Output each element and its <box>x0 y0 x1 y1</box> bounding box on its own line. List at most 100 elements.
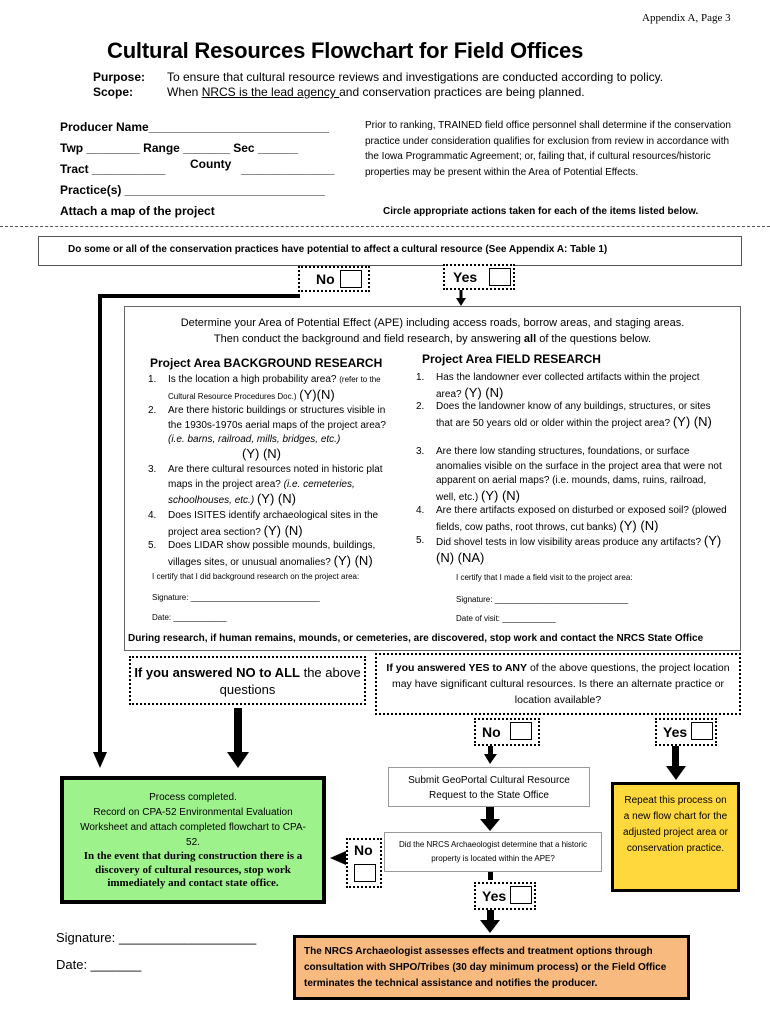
yes-option-top[interactable]: Yes <box>443 264 515 290</box>
county-field[interactable]: ______________ <box>241 162 335 176</box>
ape-line-2-pre: Then conduct the background and field re… <box>213 333 524 345</box>
scope-label: Scope: <box>93 85 134 99</box>
arrow-noall-head <box>227 752 249 768</box>
field-q1-answer[interactable]: (Y) (N) <box>464 384 504 400</box>
field-question-5: Did shovel tests in low visibility areas… <box>436 533 726 567</box>
question-text: Do some or all of the conservation pract… <box>68 244 608 255</box>
submit-request-box: Submit GeoPortal Cultural Resource Reque… <box>388 767 590 807</box>
field-q1-text: Has the landowner ever collected artifac… <box>436 372 700 400</box>
yes-label-3: Yes <box>482 888 507 904</box>
orange-text: The NRCS Archaeologist assesses effects … <box>304 946 667 989</box>
arrow-noalt-shaft <box>488 746 493 756</box>
field-date-field[interactable]: Date of visit: ____________ <box>456 614 556 623</box>
bg-q2-answer[interactable]: (Y) (N) <box>242 446 281 461</box>
bg-certify: I certify that I did background research… <box>152 572 360 581</box>
no-checkbox-3[interactable] <box>354 864 376 882</box>
practices-field[interactable]: Practice(s) ____________________________… <box>60 183 325 197</box>
yes-option-alternate[interactable]: Yes <box>655 718 717 746</box>
yes-checkbox-2[interactable] <box>691 722 713 740</box>
bg-q3-examples: (i.e. cemeteries, schoolhouses, etc.) <box>168 478 355 507</box>
ape-line-2-post: of the questions below. <box>536 333 652 345</box>
arrow-submit-shaft <box>486 807 494 821</box>
bg-q5-text: Does LIDAR show possible mounds, buildin… <box>168 540 376 568</box>
no-option-top[interactable]: No <box>298 266 370 292</box>
arrow-noall-shaft <box>234 708 242 754</box>
yes-to-any-rest: of the above questions, the project loca… <box>391 662 730 706</box>
arrow-noalt-head <box>484 754 497 764</box>
bg-q3-answer[interactable]: (Y) (N) <box>256 491 296 506</box>
bg-question-3: Are there cultural resources noted in hi… <box>168 463 400 509</box>
yes-checkbox[interactable] <box>489 268 511 286</box>
yes-to-any-box: If you answered YES to ANY of the above … <box>375 653 741 715</box>
scope-pre: When <box>167 85 202 99</box>
repeat-text: Repeat this process on a new flow chart … <box>622 795 729 854</box>
scope-post: and conservation practices are being pla… <box>339 85 585 99</box>
bg-q4-answer[interactable]: (Y) (N) <box>263 522 303 538</box>
field-question-2: Does the landowner know of any buildings… <box>436 400 726 431</box>
field-q2-answer[interactable]: (Y) (N) <box>672 413 712 429</box>
producer-name-field[interactable]: Producer Name___________________________ <box>60 120 329 134</box>
yes-option-archaeologist[interactable]: Yes <box>474 882 536 910</box>
field-heading: Project Area FIELD RESEARCH <box>422 352 601 366</box>
field-num-3: 3. <box>416 446 425 457</box>
field-q4-answer[interactable]: (Y) (N) <box>619 517 659 533</box>
field-certify: I certify that I made a field visit to t… <box>456 573 633 582</box>
location-field[interactable]: Twp ________ Range _______ Sec ______ <box>60 141 298 155</box>
bg-num-3: 3. <box>148 464 157 475</box>
arrow-arch-no-head <box>330 851 346 865</box>
no-checkbox[interactable] <box>340 270 362 288</box>
no-to-all-bold: If you answered NO to ALL <box>134 665 300 680</box>
yes-to-any-bold: If you answered YES to ANY <box>386 662 528 674</box>
field-num-1: 1. <box>416 372 425 383</box>
no-option-alternate[interactable]: No <box>474 718 540 746</box>
bg-num-4: 4. <box>148 510 157 521</box>
no-to-all-rest: the above questions <box>219 665 361 697</box>
field-signature-field[interactable]: Signature: _____________________________… <box>456 595 629 604</box>
field-q2-text: Does the landowner know of any buildings… <box>436 401 711 429</box>
divider <box>0 226 770 227</box>
field-q5-text: Did shovel tests in low visibility areas… <box>436 537 702 548</box>
bg-question-2: Are there historic buildings or structur… <box>168 404 400 448</box>
no-checkbox-2[interactable] <box>510 722 532 740</box>
field-q4-text: Are there artifacts exposed on disturbed… <box>436 505 727 533</box>
bg-q5-answer[interactable]: (Y) (N) <box>333 552 373 568</box>
bg-signature-field[interactable]: Signature: _____________________________ <box>152 593 320 602</box>
bg-question-4: Does ISITES identify archaeological site… <box>168 509 400 540</box>
arrow-yesalt-shaft <box>672 746 679 768</box>
bg-q1-answer[interactable]: (Y)(N) <box>299 386 335 402</box>
field-q5-answer[interactable]: (Y) (N) (NA) <box>436 533 722 565</box>
field-q3-answer[interactable]: (Y) (N) <box>481 487 521 503</box>
arrow-no-head <box>93 752 107 768</box>
no-label-2: No <box>482 724 501 740</box>
bg-num-5: 5. <box>148 540 157 551</box>
question-box: Do some or all of the conservation pract… <box>38 236 742 266</box>
signature-field[interactable]: Signature: ___________________ <box>56 930 257 945</box>
bg-q1-note: (refer to the Cultural Resource Procedur… <box>168 375 381 401</box>
scope-text: When NRCS is the lead agency and conserv… <box>167 85 585 99</box>
tract-field[interactable]: Tract ___________ <box>60 162 166 176</box>
bg-q2-examples: (i.e. barns, railroad, mills, bridges, e… <box>168 434 341 445</box>
date-field[interactable]: Date: _______ <box>56 957 142 972</box>
research-box <box>124 306 741 651</box>
ape-instructions: Determine your Area of Potential Effect … <box>124 315 741 347</box>
intro-text: Prior to ranking, TRAINED field office p… <box>365 120 731 178</box>
bg-date-field[interactable]: Date: ____________ <box>152 613 227 622</box>
county-label: County <box>190 157 232 171</box>
yes-checkbox-3[interactable] <box>510 886 532 904</box>
archaeologist-question-box: Did the NRCS Archaeologist determine tha… <box>384 832 602 872</box>
purpose-text: To ensure that cultural resource reviews… <box>167 70 664 84</box>
arrow-yes-orange-head <box>480 920 500 933</box>
bg-question-5: Does LIDAR show possible mounds, buildin… <box>168 539 400 570</box>
field-question-1: Has the landowner ever collected artifac… <box>436 371 726 402</box>
green-line-1: Process completed. <box>149 792 237 803</box>
no-to-all-box: If you answered NO to ALL the above ques… <box>129 656 366 705</box>
no-option-archaeologist[interactable]: No <box>346 838 382 888</box>
field-question-4: Are there artifacts exposed on disturbed… <box>436 504 736 535</box>
remains-notice: During research, if human remains, mound… <box>128 633 704 644</box>
attach-map-label: Attach a map of the project <box>60 204 215 218</box>
bg-question-1: Is the location a high probability area?… <box>168 373 396 404</box>
arrow-no-to-green <box>98 294 300 760</box>
circle-note: Circle appropriate actions taken for eac… <box>383 206 699 217</box>
green-line-3: In the event that during construction th… <box>83 850 303 889</box>
arrow-yes-orange-shaft <box>487 910 494 922</box>
